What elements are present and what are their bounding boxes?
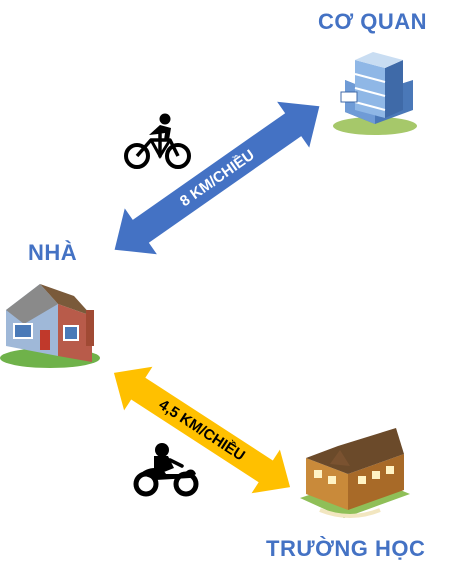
bicycle-icon (124, 113, 191, 169)
home-icon (0, 284, 100, 368)
school-icon (300, 428, 410, 518)
home-label: NHÀ (28, 240, 78, 265)
office-label: CƠ QUAN (318, 9, 428, 34)
route-home-school-distance: 4,5 KM/CHIỀU (156, 396, 248, 464)
school-label: TRƯỜNG HỌC (266, 536, 426, 561)
yellow-double-arrow (113, 366, 291, 494)
motorbike-icon (133, 443, 199, 497)
route-home-office: 8 KM/CHIỀU (114, 101, 320, 255)
route-home-school: 4,5 KM/CHIỀU (113, 366, 291, 494)
office-building-icon (333, 52, 417, 135)
blue-double-arrow (114, 101, 320, 255)
